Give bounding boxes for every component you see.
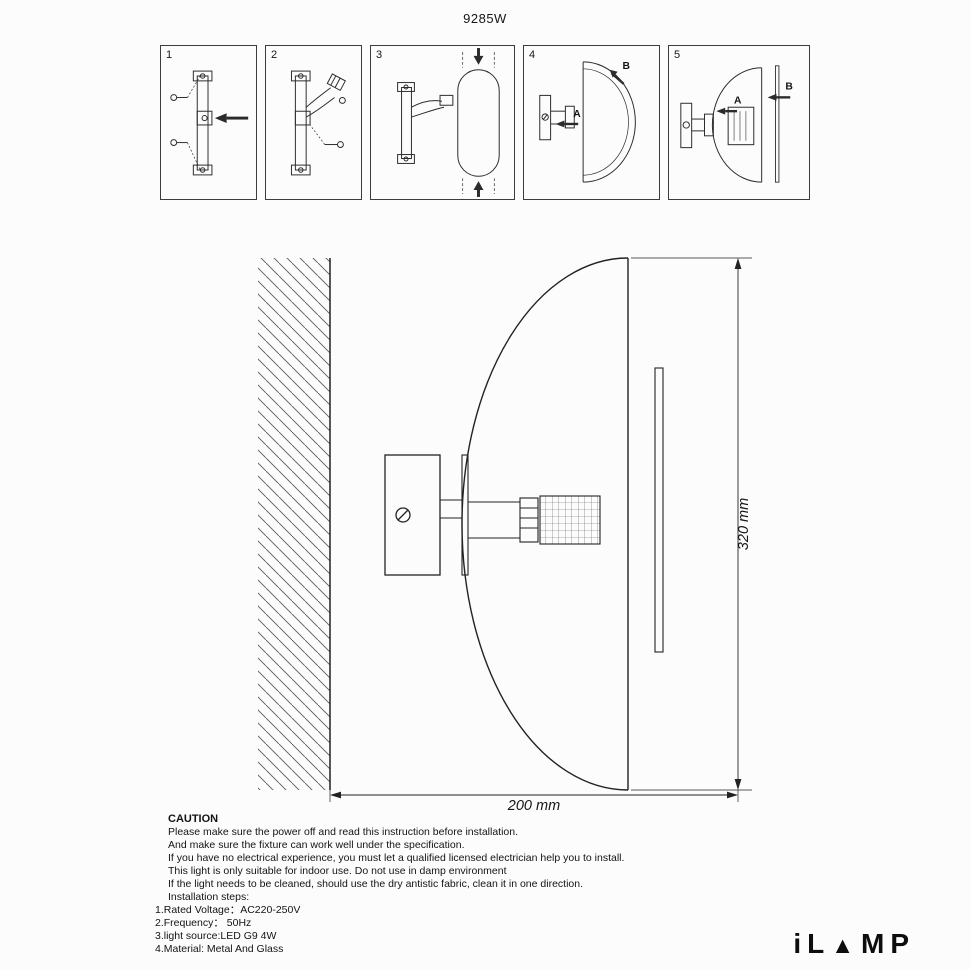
install-step-panel-3: 3 [370, 45, 515, 200]
height-dimension [631, 257, 752, 791]
front-glass-panel [654, 367, 664, 653]
spec-frequency: 2.Frequency： 50Hz [155, 917, 252, 929]
g9-led-bulb [539, 495, 601, 545]
installation-steps-heading: Installation steps: [168, 891, 250, 903]
logo-text-left: iL [793, 928, 831, 959]
lamp-arm-and-socket [440, 454, 539, 576]
ilamp-logo: iL ▲ MP [793, 928, 915, 960]
caution-block: CAUTION Please make sure the power off a… [155, 812, 805, 956]
direction-a-arrow-icon [555, 120, 579, 128]
arrow-label-a: A [734, 95, 742, 106]
step4-side-view-drawing: A B [539, 61, 636, 183]
step5-glass-panel-drawing: A B [680, 65, 793, 183]
push-up-arrow-icon [473, 181, 484, 197]
spec-material: 4.Material: Metal And Glass [155, 943, 284, 955]
spec-light-source: 3.light source:LED G9 4W [155, 930, 277, 942]
main-dimension-diagram: 320 mm 200 mm [258, 257, 752, 810]
caution-line: And make sure the fixture can work well … [168, 839, 465, 851]
depth-dimension-label: 200 mm [507, 798, 560, 810]
wall-mount-plate [384, 454, 441, 576]
direction-b-arrow-icon [767, 93, 791, 101]
direction-b-arrow-icon [609, 69, 625, 85]
logo-a-triangle-icon: ▲ [831, 932, 860, 958]
caution-line: If you have no electrical experience, yo… [168, 852, 625, 864]
insert-arrow-icon [214, 113, 249, 123]
wall-hatch [258, 258, 331, 790]
install-step-panel-2: 2 [265, 45, 362, 200]
model-number-title: 9285W [463, 11, 507, 26]
step-number: 3 [376, 49, 383, 61]
step3-attach-shade-drawing [397, 48, 500, 197]
arrow-label-b: B [623, 61, 630, 72]
install-step-panel-4: 4 A B [523, 45, 660, 200]
height-dimension-label: 320 mm [736, 498, 752, 550]
arrow-label-a: A [573, 109, 581, 120]
spec-rated-voltage: 1.Rated Voltage：AC220-250V [155, 904, 301, 916]
direction-a-arrow-icon [716, 107, 738, 115]
caution-line: If the light needs to be cleaned, should… [168, 878, 584, 890]
step-number: 4 [529, 49, 536, 61]
step-number: 2 [271, 49, 278, 61]
caution-heading: CAUTION [168, 813, 219, 825]
logo-text-right: MP [861, 928, 915, 959]
push-down-arrow-icon [473, 48, 484, 65]
step-number: 1 [166, 49, 173, 61]
lamp-shade-outline [461, 257, 629, 791]
caution-line: Please make sure the power off and read … [168, 826, 519, 838]
step-number: 5 [674, 49, 681, 61]
caution-line: This light is only suitable for indoor u… [168, 865, 507, 877]
step1-bracket-drawing [170, 70, 249, 176]
step2-wiring-drawing [290, 70, 346, 176]
depth-dimension [329, 790, 739, 802]
install-step-panel-5: 5 A B [668, 45, 810, 200]
install-step-panel-1: 1 [160, 45, 257, 200]
arrow-label-b: B [785, 81, 792, 92]
